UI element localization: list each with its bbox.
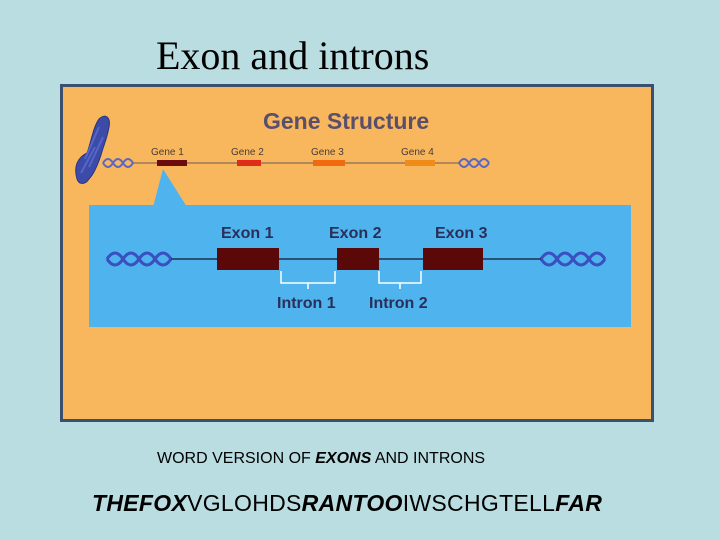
gene-structure-figure: Gene Structure Gene 1 Gene 2 Gene 3 [60, 84, 654, 422]
gene-4: Gene 4 [401, 147, 435, 166]
exon-2-block [337, 248, 379, 270]
dna-helix-left-top [102, 158, 134, 168]
exon-3-block [423, 248, 483, 270]
gene-4-label: Gene 4 [401, 147, 434, 158]
gene-2-block [237, 160, 261, 166]
intron-2-label: Intron 2 [369, 295, 428, 312]
gene-3-block [313, 160, 345, 166]
intron-1-label: Intron 1 [277, 295, 336, 312]
caption-prefix: WORD VERSION OF [157, 450, 316, 467]
slide-title: Exon and introns [156, 33, 430, 78]
sequence-exon-segment: RANTOO [301, 490, 403, 516]
sequence-intron-segment: IWSCHGTELL [402, 490, 556, 516]
exon-1-block [217, 248, 279, 270]
gene-1-label: Gene 1 [151, 147, 184, 158]
exon-3-label: Exon 3 [435, 225, 488, 242]
exon-2-label: Exon 2 [329, 225, 382, 242]
figure-heading: Gene Structure [263, 108, 429, 134]
dna-helix-left [105, 251, 173, 267]
gene-3-label: Gene 3 [311, 147, 344, 158]
dna-helix-right-top [458, 158, 490, 168]
caption-suffix: AND INTRONS [371, 450, 486, 467]
sequence-exon-segment: FAR [555, 490, 603, 516]
gene-2-label: Gene 2 [231, 147, 264, 158]
chromosome-icon [75, 115, 110, 184]
sequence-exon-segment: THEFOX [92, 490, 188, 516]
zoom-callout [153, 169, 187, 207]
dna-helix-right [539, 251, 607, 267]
caption-emphasis: EXONS [315, 450, 372, 467]
gene-structure-diagram: Gene Structure Gene 1 Gene 2 Gene 3 [75, 108, 631, 327]
gene-2: Gene 2 [231, 147, 264, 166]
gene-1-block [157, 160, 187, 166]
sequence-intron-segment: VGLOHDS [187, 490, 302, 516]
gene-4-block [405, 160, 435, 166]
exon-1-label: Exon 1 [221, 225, 274, 242]
gene-3: Gene 3 [311, 147, 345, 166]
caption: WORD VERSION OF EXONS AND INTRONS [157, 450, 485, 468]
word-sequence: THEFOXVGLOHDSRANTOOIWSCHGTELLFAR [92, 490, 602, 517]
gene-1: Gene 1 [151, 147, 187, 166]
